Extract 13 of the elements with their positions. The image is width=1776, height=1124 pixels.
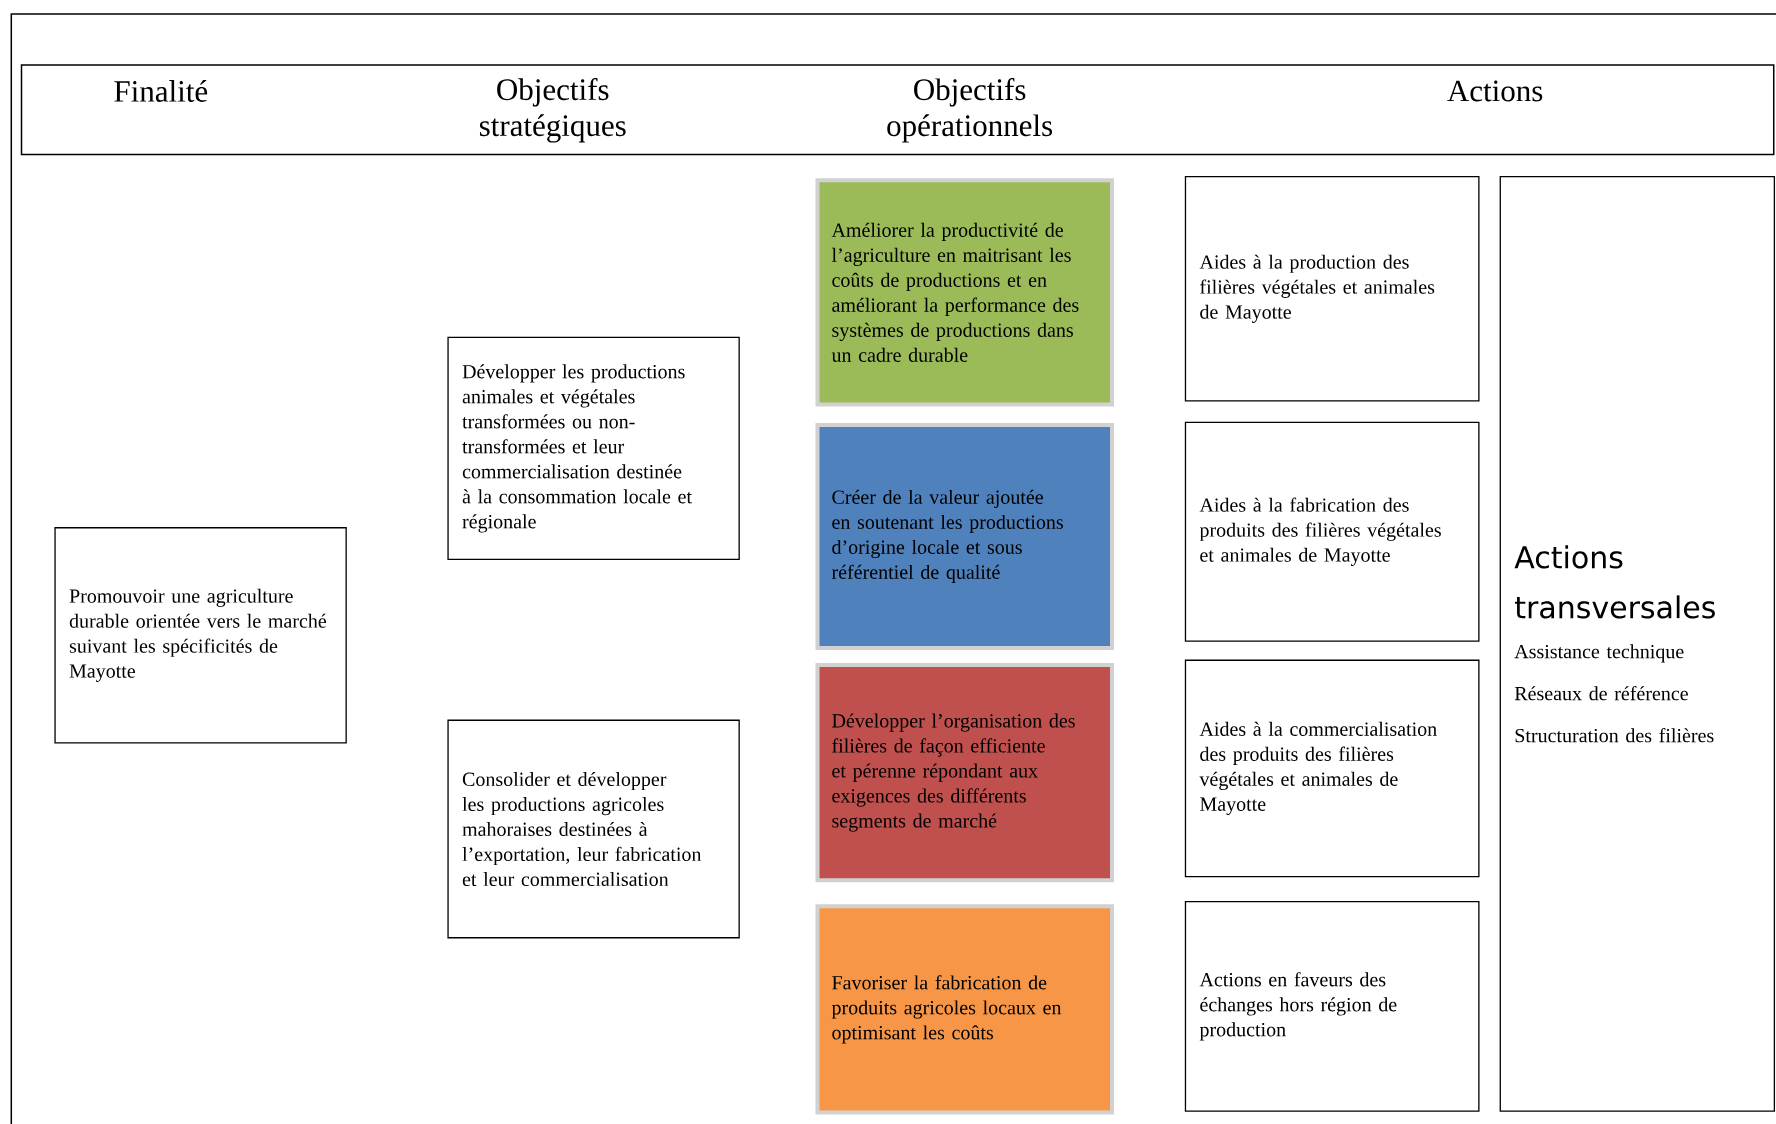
header-band: Finalité Objectifs stratégiques Objectifs opérationnels Actions: [20, 64, 1775, 156]
objective-box: Favoriser la fabrication de produits agricoles locaux en optimisant les coûts: [815, 904, 1114, 1115]
text-box: Actions en faveurs des échanges hors région de production: [1184, 900, 1480, 1112]
objective-box: Créer de la valeur ajoutée en soutenant les productions d’origine locale et sous référentiel de qualité: [815, 422, 1114, 650]
text-box: Aides à la commercialisation des produits des filières végétales et animales de Mayotte: [1184, 659, 1480, 878]
text-box: Promouvoir une agriculture durable orientée vers le marché suivant les spécificités de Mayotte: [54, 527, 347, 744]
text-box: Développer les productions animales et végétales transformées ou non-transformées et leur commercialisation destinée à la consommation locale et régionale: [447, 336, 740, 561]
objective-box: Développer l’organisation des filières de façon efficiente et pérenne répondant aux exigences des différents segments de marché: [815, 663, 1114, 883]
objective-box: Améliorer la productivité de l’agriculture en maitrisant les coûts de productions et en améliorant la performance des systèmes de productions dans un cadre durable: [815, 178, 1114, 407]
text-box: Consolider et développer les productions agricoles mahoraises destinées à l’exportation, leur fabrication et leur commercialisation: [447, 719, 740, 939]
side-panel: Actions transversales Assistance technique Réseaux de référence Structuration des filières: [1499, 176, 1775, 1112]
text-box: Aides à la production des filières végétales et animales de Mayotte: [1184, 176, 1480, 402]
text-box: Aides à la fabrication des produits des filières végétales et animales de Mayotte: [1184, 421, 1480, 642]
